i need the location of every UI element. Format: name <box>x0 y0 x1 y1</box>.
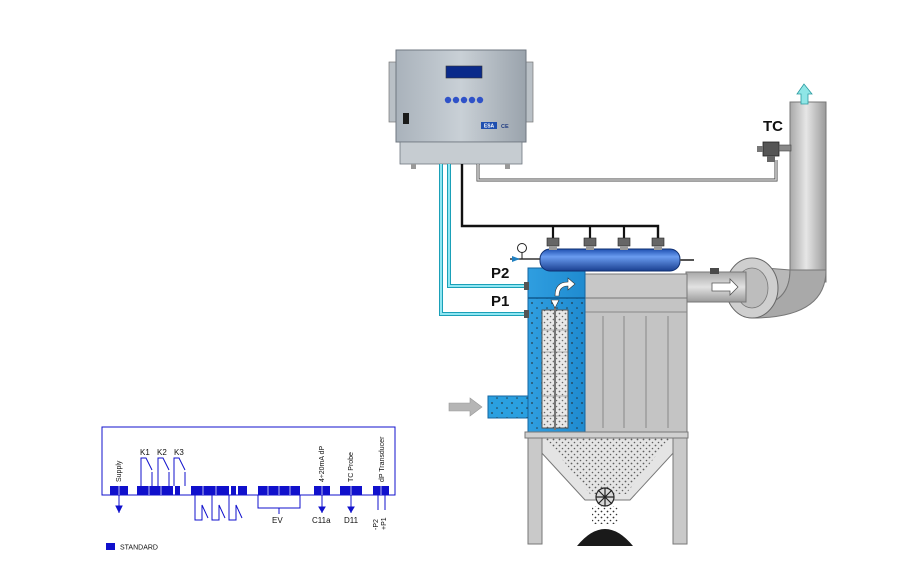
label-k1: K1 <box>140 448 150 457</box>
keypad-button-5 <box>476 96 484 104</box>
air-tank <box>539 248 681 272</box>
bag-outlines <box>602 316 669 428</box>
solenoid-valve-3 <box>617 237 631 250</box>
controller-unit: ESA CE <box>388 49 534 169</box>
wiring-diagram: Supply K1 K2 K3 EV 4÷20mA dP TC Probe dP… <box>101 426 396 552</box>
stack-outlet-arrow <box>796 83 813 105</box>
hopper-leg-left <box>527 437 543 545</box>
hopper-leg-right <box>672 437 688 545</box>
controller-ce-mark: CE <box>501 124 509 130</box>
relay-contacts <box>140 457 186 486</box>
lower-contacts <box>194 495 301 521</box>
air-supply-arrow <box>512 256 520 262</box>
solenoid-valve-4 <box>651 237 665 250</box>
keypad-button-2 <box>452 96 460 104</box>
label-dp-transducer: dP Transducer <box>379 436 386 482</box>
cable-tc <box>476 160 778 182</box>
clean-plenum <box>584 273 688 299</box>
cable-solenoids <box>460 164 660 238</box>
solenoid-valves <box>546 237 665 250</box>
controller-badge-box <box>481 122 497 129</box>
tc-probe: TC <box>757 118 792 162</box>
keypad-button-3 <box>460 96 468 104</box>
p1-label: P1 <box>491 293 509 310</box>
keypad-button-1 <box>444 96 452 104</box>
terminal-relays <box>137 486 173 495</box>
controller-cables <box>460 160 778 238</box>
controller-body <box>395 49 527 143</box>
legend-label: STANDARD <box>120 545 158 552</box>
label-tc-probe: TC Probe <box>348 452 355 482</box>
label-d11: D11 <box>344 516 359 525</box>
terminal-relays-2 <box>191 486 229 495</box>
controller-gland-1 <box>411 164 416 169</box>
wiring-frame <box>101 426 396 496</box>
label-ev: EV <box>272 516 283 525</box>
pulse-jet-arrow <box>554 277 576 297</box>
controller-terminal-strip <box>399 141 523 165</box>
label-ma: 4÷20mA dP <box>319 446 326 482</box>
dust-pile <box>577 529 633 546</box>
label-k3: K3 <box>174 448 184 457</box>
solenoid-valve-2 <box>583 237 597 250</box>
outlet-flow-arrow <box>711 278 739 296</box>
tap-p2 <box>524 282 529 290</box>
exhaust-fan <box>685 257 779 319</box>
pressure-tubes <box>439 164 533 316</box>
controller-display <box>445 65 483 79</box>
p2-label: P2 <box>491 265 509 282</box>
tube-p1 <box>439 164 533 316</box>
housing-right <box>584 297 688 435</box>
legend-swatch <box>106 543 115 550</box>
controller-badge: ESA <box>484 124 495 130</box>
tap-p1 <box>524 310 529 318</box>
label-k2: K2 <box>157 448 167 457</box>
controller-keypad <box>444 96 484 104</box>
keypad-button-4 <box>468 96 476 104</box>
label-p2-minus: -P2 <box>373 519 380 530</box>
label-c11a: C11a <box>312 516 331 525</box>
air-manifold <box>510 237 694 272</box>
label-supply: Supply <box>116 460 123 482</box>
tc-label: TC <box>763 118 783 135</box>
filter-body <box>448 267 689 546</box>
pressure-gauge <box>517 243 527 253</box>
solenoid-valve-1 <box>546 237 560 250</box>
stack-vertical <box>789 101 827 283</box>
controller-switch <box>403 113 409 124</box>
label-p1-plus: +P1 <box>381 517 388 530</box>
controller-gland-2 <box>505 164 510 169</box>
hopper-flange <box>524 431 689 439</box>
tc-probe-head <box>762 141 780 157</box>
inlet-flow-arrow <box>448 397 483 417</box>
fan-port <box>710 268 719 274</box>
terminal-arrows <box>115 495 386 514</box>
